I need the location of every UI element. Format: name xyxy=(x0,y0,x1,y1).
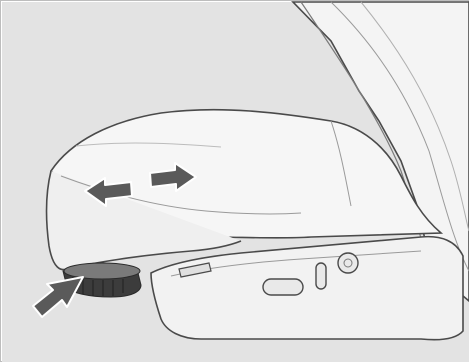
seat-switch-cushion xyxy=(263,279,303,295)
seat-switch-lumbar xyxy=(338,253,358,273)
seat-switch-backrest xyxy=(316,263,326,289)
